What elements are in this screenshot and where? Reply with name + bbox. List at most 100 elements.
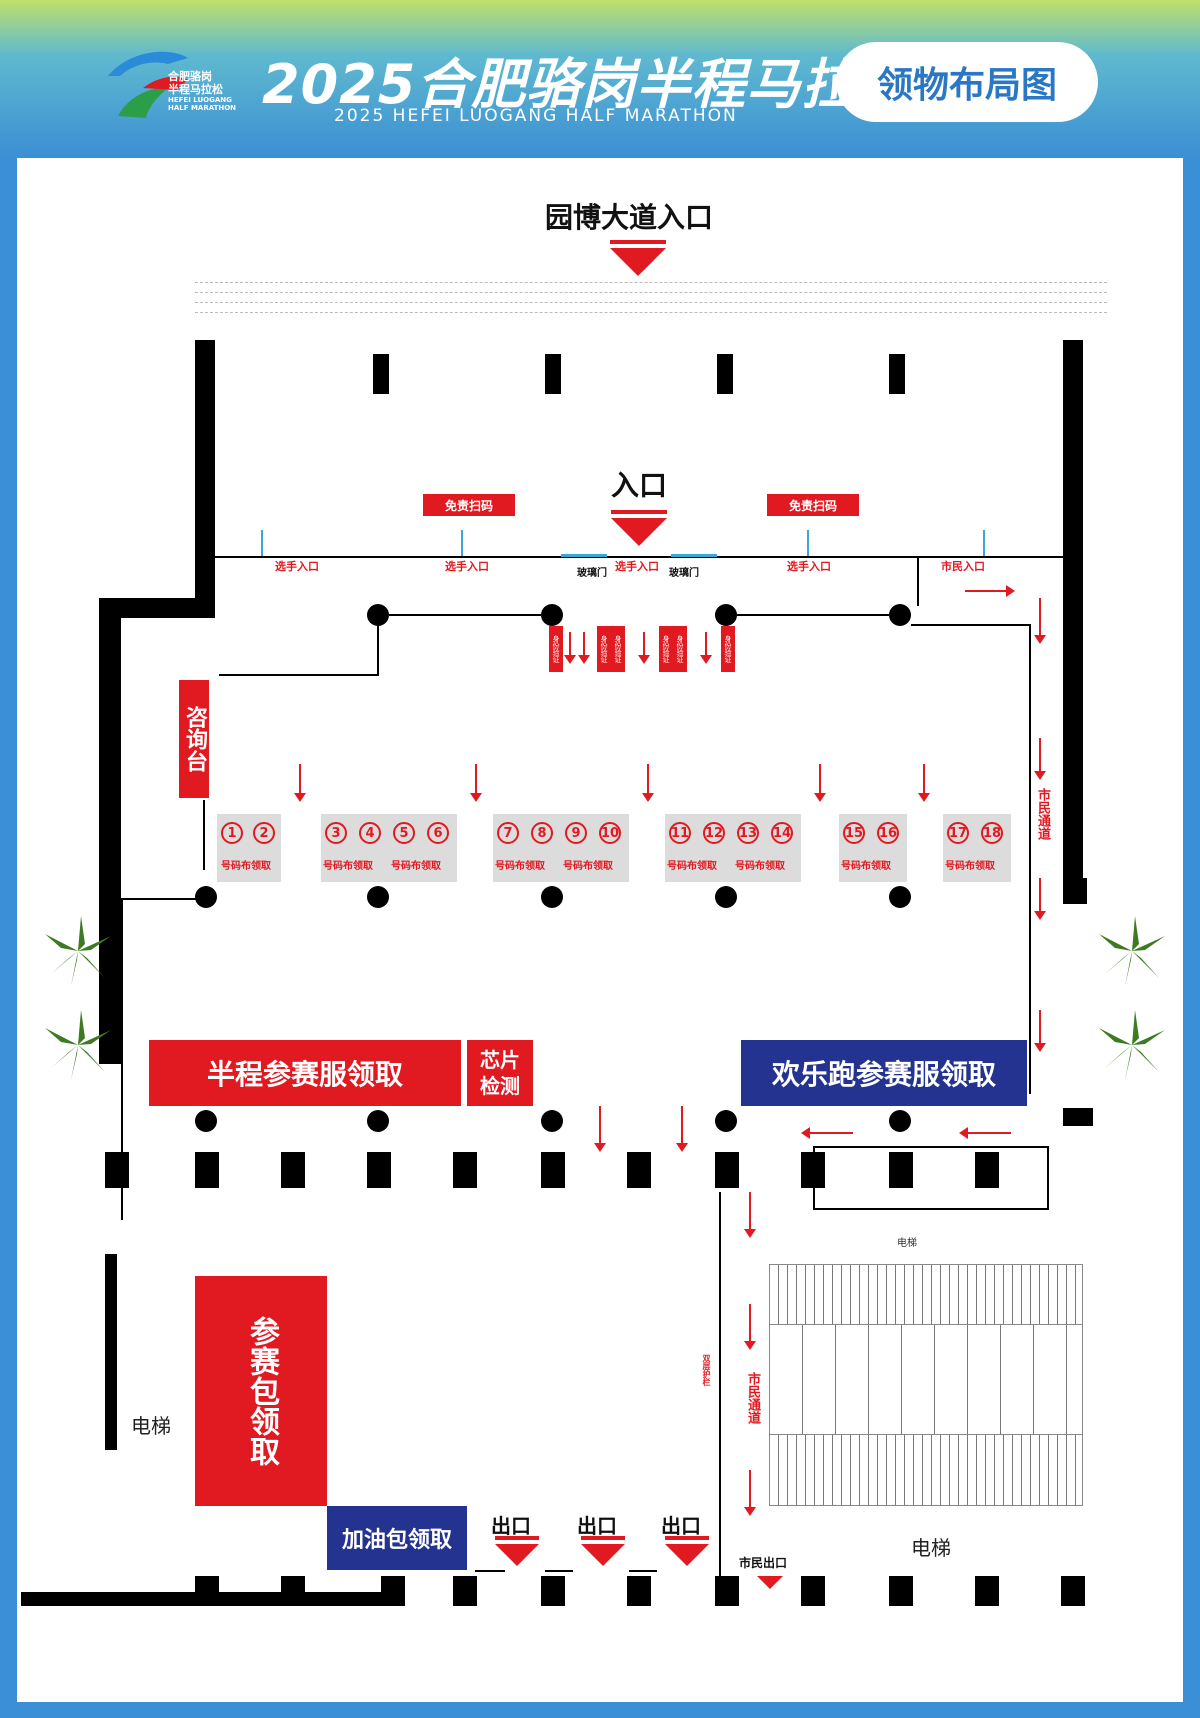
glass-door-label: 玻璃门 [669, 568, 699, 579]
booth-number: 6 [427, 822, 449, 844]
column [367, 604, 389, 626]
gate-door [807, 530, 809, 556]
id-check-lane-1: 身份验证 [549, 626, 563, 672]
flow-arrow-icon [642, 764, 654, 802]
plaza-line [195, 312, 1107, 313]
flow-arrow-icon [638, 632, 650, 664]
glass-door-right [671, 554, 717, 557]
gate-door [461, 530, 463, 556]
bib-pickup-label: 号码布领取 [391, 861, 441, 872]
top-entrance-bar [610, 240, 666, 244]
bib-pickup-label: 号码布领取 [221, 861, 271, 872]
barrier [917, 556, 919, 606]
palm-tree-icon [45, 1010, 111, 1080]
barrier [629, 1570, 657, 1572]
bib-booth-7-10: 7 8 9 10 号码布领取 号码布领取 [493, 814, 629, 882]
runner-entrance-label: 选手入口 [787, 560, 831, 573]
pillar [1061, 1576, 1085, 1606]
booth-number: 1 [221, 822, 243, 844]
booth-number: 16 [877, 822, 899, 844]
main-entrance-bar [611, 510, 667, 514]
bib-booth-15-16: 15 16 号码布领取 [839, 814, 907, 882]
booth-number: 18 [981, 822, 1003, 844]
exit-bar [495, 1536, 539, 1540]
booth-number: 17 [947, 822, 969, 844]
elevator-label-small: 电梯 [897, 1238, 917, 1249]
palm-tree-icon [1099, 1010, 1165, 1080]
bib-booth-17-18: 17 18 号码布领取 [943, 814, 1011, 882]
bib-pickup-label: 号码布领取 [667, 861, 717, 872]
escalator [769, 1434, 1083, 1506]
booth-number: 9 [565, 822, 587, 844]
main-entrance-label: 入口 [611, 469, 668, 502]
glass-door-left [561, 554, 607, 557]
booth-number: 10 [599, 822, 621, 844]
booth-number: 4 [359, 822, 381, 844]
pillar [281, 1576, 305, 1606]
marathon-logo-icon [108, 51, 188, 118]
flow-arrow-icon [700, 632, 712, 664]
wall [99, 598, 121, 1064]
escalator [769, 1324, 1083, 1436]
map-title: 领物布局图 [836, 42, 1098, 122]
exit-arrow-icon [581, 1544, 625, 1566]
pillar [627, 1576, 651, 1606]
flow-arrow-icon [959, 1127, 1011, 1139]
column [367, 886, 389, 908]
barrier [121, 900, 123, 1220]
gate-door [261, 530, 263, 556]
runner-entrance-label: 选手入口 [615, 560, 659, 573]
pillar [195, 1152, 219, 1188]
flow-arrow-icon [470, 764, 482, 802]
booth-number: 15 [843, 822, 865, 844]
barrier [377, 626, 379, 676]
disclaimer-scan-right: 免责扫码 [767, 494, 859, 516]
booth-number: 13 [737, 822, 759, 844]
glass-door-label: 玻璃门 [577, 568, 607, 579]
flow-arrow-icon [294, 764, 306, 802]
bib-booth-3-6: 3 4 5 6 号码布领取 号码布领取 [321, 814, 457, 882]
pillar [453, 1576, 477, 1606]
column [541, 604, 563, 626]
column [541, 1110, 563, 1132]
id-check-lane-4: 身份验证 [659, 626, 673, 672]
flow-arrow-icon [744, 1470, 756, 1516]
flow-arrow-icon [594, 1106, 606, 1152]
citizen-exit-label: 市民出口 [739, 1556, 788, 1570]
info-desk: 咨询台 [179, 680, 209, 798]
pillar [453, 1152, 477, 1188]
booth-number: 7 [497, 822, 519, 844]
flow-arrow-icon [676, 1106, 688, 1152]
barrier [1047, 1146, 1049, 1208]
top-entrance-arrow-icon [610, 248, 666, 276]
plaza-line [195, 282, 1107, 283]
wall [105, 1254, 117, 1450]
column [889, 1110, 911, 1132]
flow-arrow-icon [1034, 878, 1046, 920]
column [715, 886, 737, 908]
id-check-lane-3: 身份验证 [611, 626, 625, 672]
pillar [545, 354, 561, 394]
barrier [911, 624, 1031, 626]
pillar [105, 1152, 129, 1188]
top-entrance-label: 园博大道入口 [545, 201, 714, 234]
pillar [715, 1576, 739, 1606]
gate-line [215, 556, 1065, 558]
column [889, 886, 911, 908]
main-entrance-arrow-icon [611, 518, 667, 546]
pillar [889, 354, 905, 394]
booth-number: 2 [253, 822, 275, 844]
bib-pickup-label: 号码布领取 [841, 861, 891, 872]
flow-arrow-icon [744, 1192, 756, 1238]
flow-arrow-icon [814, 764, 826, 802]
exit-label: 出口 [491, 1514, 531, 1538]
pillar [627, 1152, 651, 1188]
barrier [203, 800, 205, 870]
exit-arrow-icon [665, 1544, 709, 1566]
exit-label: 出口 [577, 1514, 617, 1538]
wall [1063, 340, 1083, 878]
logo-line-1: 合肥骆岗 [168, 70, 212, 83]
bib-booth-1-2: 1 2 号码布领取 [217, 814, 281, 882]
logo-line-3: HEFEI LUOGANG [168, 96, 232, 104]
bib-booth-11-14: 11 12 13 14 号码布领取 号码布领取 [665, 814, 801, 882]
